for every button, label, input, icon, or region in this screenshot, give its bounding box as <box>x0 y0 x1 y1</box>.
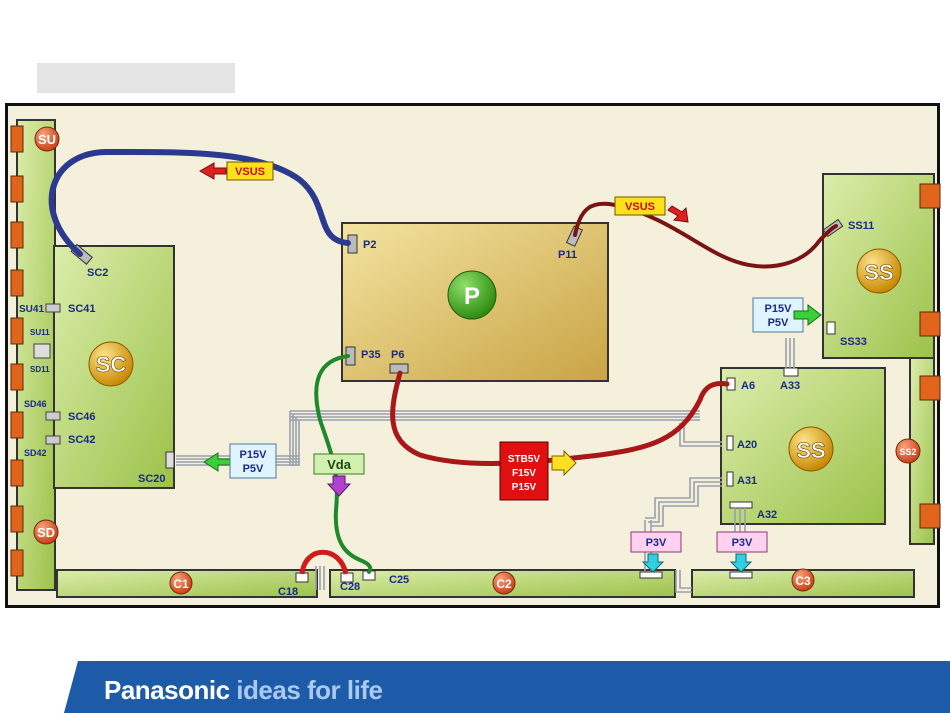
su-circle: SU <box>35 127 59 151</box>
vsus-cable-right <box>575 204 836 267</box>
sc41-label: SC41 <box>68 303 96 315</box>
su11-connector <box>34 344 50 358</box>
a31-connector <box>727 472 733 486</box>
sc41-connector <box>46 304 60 312</box>
svg-text:P15V: P15V <box>512 482 537 493</box>
a33-connector <box>784 368 798 376</box>
sd42-label: SD42 <box>24 448 47 458</box>
svg-text:C1: C1 <box>173 577 189 591</box>
p15v-tag-left: P15V P5V <box>204 444 276 478</box>
svg-text:VSUS: VSUS <box>625 201 655 213</box>
p35-label: P35 <box>361 349 381 361</box>
c18-connector <box>296 573 308 582</box>
ss33-connector <box>827 322 835 334</box>
sc46-label: SC46 <box>68 411 96 423</box>
sc20-label: SC20 <box>138 473 166 485</box>
stb-tag: STB5V F15V P15V <box>500 442 576 500</box>
c2-right-connector <box>640 572 662 578</box>
su41-label: SU41 <box>19 304 44 315</box>
sc42-connector <box>46 436 60 444</box>
ss11-label: SS11 <box>848 220 874 232</box>
svg-text:P5V: P5V <box>243 463 264 475</box>
p-board: P <box>342 223 608 381</box>
vsus-cable-left <box>52 152 348 254</box>
a6-label: A6 <box>741 380 755 392</box>
p3v-tag-1: P3V <box>631 532 681 572</box>
ss-top-board: SS <box>823 174 940 358</box>
svg-text:Vda: Vda <box>327 457 352 472</box>
svg-text:P3V: P3V <box>732 537 753 549</box>
svg-text:STB5V: STB5V <box>508 454 541 465</box>
c28-label: C28 <box>340 581 360 593</box>
svg-text:P15V: P15V <box>240 449 268 461</box>
svg-text:C2: C2 <box>496 577 512 591</box>
panasonic-logo: Panasonic ideas for life <box>104 675 382 706</box>
a33-label: A33 <box>780 380 800 392</box>
a20-label: A20 <box>737 439 757 451</box>
svg-text:SU: SU <box>38 132 56 147</box>
svg-text:SS2: SS2 <box>899 447 916 457</box>
sd46-label: SD46 <box>24 399 47 409</box>
brand-tagline: ideas for life <box>236 675 382 705</box>
svg-text:P5V: P5V <box>768 317 789 329</box>
p15v-tag-right: P15V P5V <box>753 298 821 332</box>
p6-label: P6 <box>391 349 404 361</box>
sc46-connector <box>46 412 60 420</box>
ss33-label: SS33 <box>840 336 867 348</box>
c3-board: C3 <box>692 569 914 597</box>
svg-text:SC: SC <box>96 352 127 377</box>
sd11-label: SD11 <box>30 365 50 374</box>
su11-label: SU11 <box>30 328 50 337</box>
p2-label: P2 <box>363 239 376 251</box>
a31-label: A31 <box>737 475 757 487</box>
footer-bar: Panasonic ideas for life <box>0 661 950 713</box>
ss2-board: SS2 <box>896 358 940 544</box>
sc2-label: SC2 <box>87 267 108 279</box>
stb-cable <box>393 373 727 464</box>
svg-text:P15V: P15V <box>765 303 793 315</box>
vsus-tag-left: VSUS <box>200 162 273 180</box>
sc42-label: SC42 <box>68 434 96 446</box>
svg-text:SD: SD <box>37 525 55 540</box>
svg-text:SS: SS <box>864 260 893 285</box>
p3v-tag-2: P3V <box>717 532 767 572</box>
brand-name: Panasonic <box>104 675 230 705</box>
vda-tag: Vda <box>314 454 364 496</box>
board-layout-diagram: SU SD SU41 SU11 SD11 SD46 SD42 SC SC2 SC… <box>0 0 950 661</box>
svg-text:F15V: F15V <box>512 468 536 479</box>
p11-label: P11 <box>558 249 577 261</box>
a32-connector <box>730 502 752 508</box>
svg-text:SS: SS <box>796 438 825 463</box>
c3-connector <box>730 572 752 578</box>
a32-label: A32 <box>757 509 777 521</box>
sd-circle: SD <box>34 520 58 544</box>
c18-label: C18 <box>278 586 298 598</box>
svg-text:P: P <box>464 283 480 310</box>
svg-text:VSUS: VSUS <box>235 166 265 178</box>
sc-board: SC <box>54 246 174 488</box>
c25-label: C25 <box>389 574 409 586</box>
svg-text:P3V: P3V <box>646 537 667 549</box>
c2-board: C2 <box>330 570 675 597</box>
svg-text:C3: C3 <box>795 574 811 588</box>
sc20-connector <box>166 452 174 468</box>
a20-connector <box>727 436 733 450</box>
